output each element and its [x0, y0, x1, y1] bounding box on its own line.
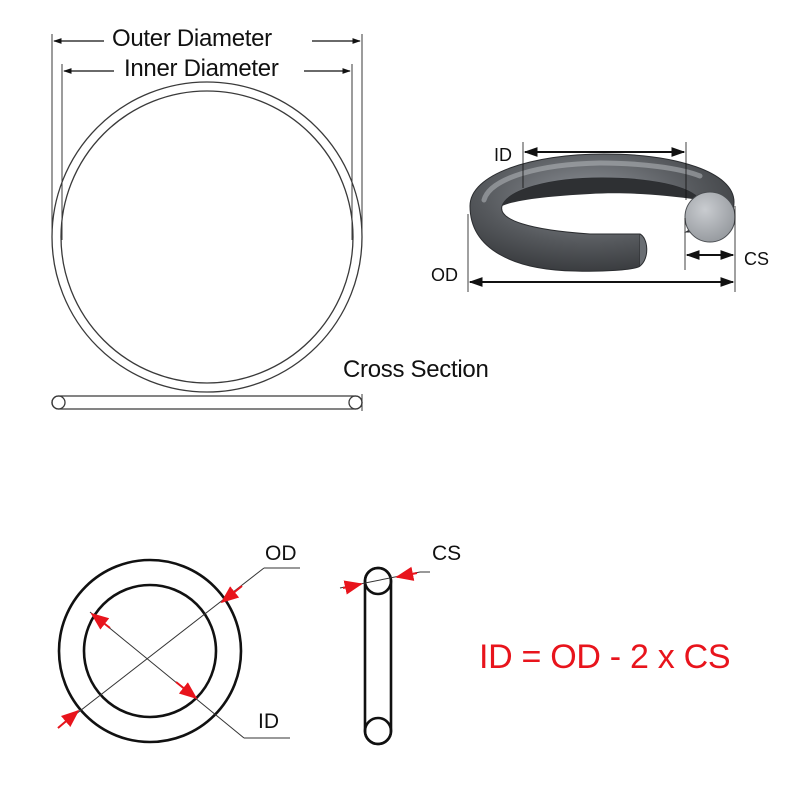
top-ring-drawing [51, 34, 363, 411]
outer-circle [51, 81, 363, 393]
cross-section-label: Cross Section [343, 356, 489, 383]
bottom-id-label: ID [258, 710, 279, 733]
bottom-cs-profile [339, 566, 430, 746]
bottom-outer-circle [57, 558, 243, 744]
cross-section-profile [51, 395, 363, 410]
ring-3d-illustration [467, 142, 736, 292]
inner-circle [60, 90, 354, 384]
ring3d-id-label: ID [494, 145, 512, 165]
bottom-cs-label: CS [432, 542, 462, 565]
bottom-inner-circle [82, 583, 218, 719]
outer-diameter-label: Outer Diameter [112, 25, 272, 52]
inner-diameter-label: Inner Diameter [124, 55, 279, 82]
ring3d-od-label: OD [431, 265, 458, 285]
ring3d-cs-label: CS [744, 249, 770, 269]
id-formula: ID = OD - 2 x CS [479, 638, 731, 676]
bottom-ring-drawing [57, 558, 300, 744]
bottom-od-label: OD [265, 542, 297, 565]
cs-face [684, 191, 736, 243]
